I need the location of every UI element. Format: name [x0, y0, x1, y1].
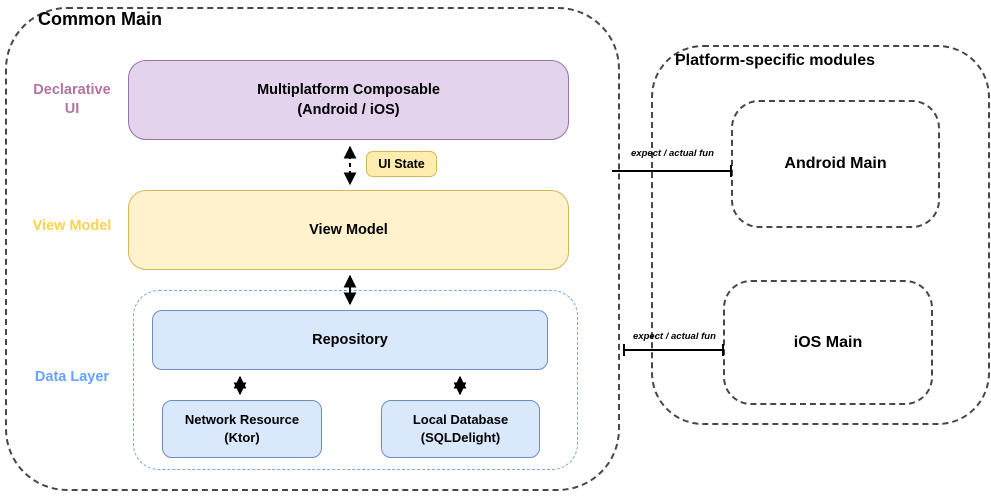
common-main-title: Common Main — [38, 9, 162, 29]
network-resource-line1: Network Resource — [184, 412, 300, 427]
view-model-label: View Model — [32, 218, 112, 234]
declarative-ui-label-line1: Declarative — [33, 82, 111, 98]
view-model-node: View Model — [128, 190, 569, 270]
repository-node: Repository — [152, 310, 548, 370]
composable-node-line2: (Android / iOS) — [297, 102, 400, 118]
data-layer-label: Data Layer — [34, 369, 110, 385]
network-resource-node: Network Resource (Ktor) — [162, 400, 322, 458]
platform-modules-container — [651, 45, 990, 425]
composable-node-line1: Multiplatform Composable — [257, 82, 440, 98]
platform-modules-title: Platform-specific modules — [675, 52, 876, 69]
local-database-line2: (SQLDelight) — [420, 430, 501, 445]
local-database-node: Local Database (SQLDelight) — [381, 400, 540, 458]
multiplatform-composable-node: Multiplatform Composable (Android / iOS) — [128, 60, 569, 140]
local-database-line1: Local Database — [412, 412, 509, 427]
declarative-ui-label: Declarative UI — [22, 81, 122, 119]
ui-state-badge: UI State — [366, 151, 437, 177]
android-main-node: Android Main — [731, 100, 940, 228]
android-edge-label: expect / actual fun — [631, 148, 714, 159]
declarative-ui-label-line2: UI — [64, 101, 80, 117]
network-resource-line2: (Ktor) — [224, 430, 260, 445]
common-main-container — [5, 7, 620, 491]
ios-main-node: iOS Main — [723, 280, 933, 405]
ios-edge-label: expect / actual fun — [633, 331, 716, 342]
